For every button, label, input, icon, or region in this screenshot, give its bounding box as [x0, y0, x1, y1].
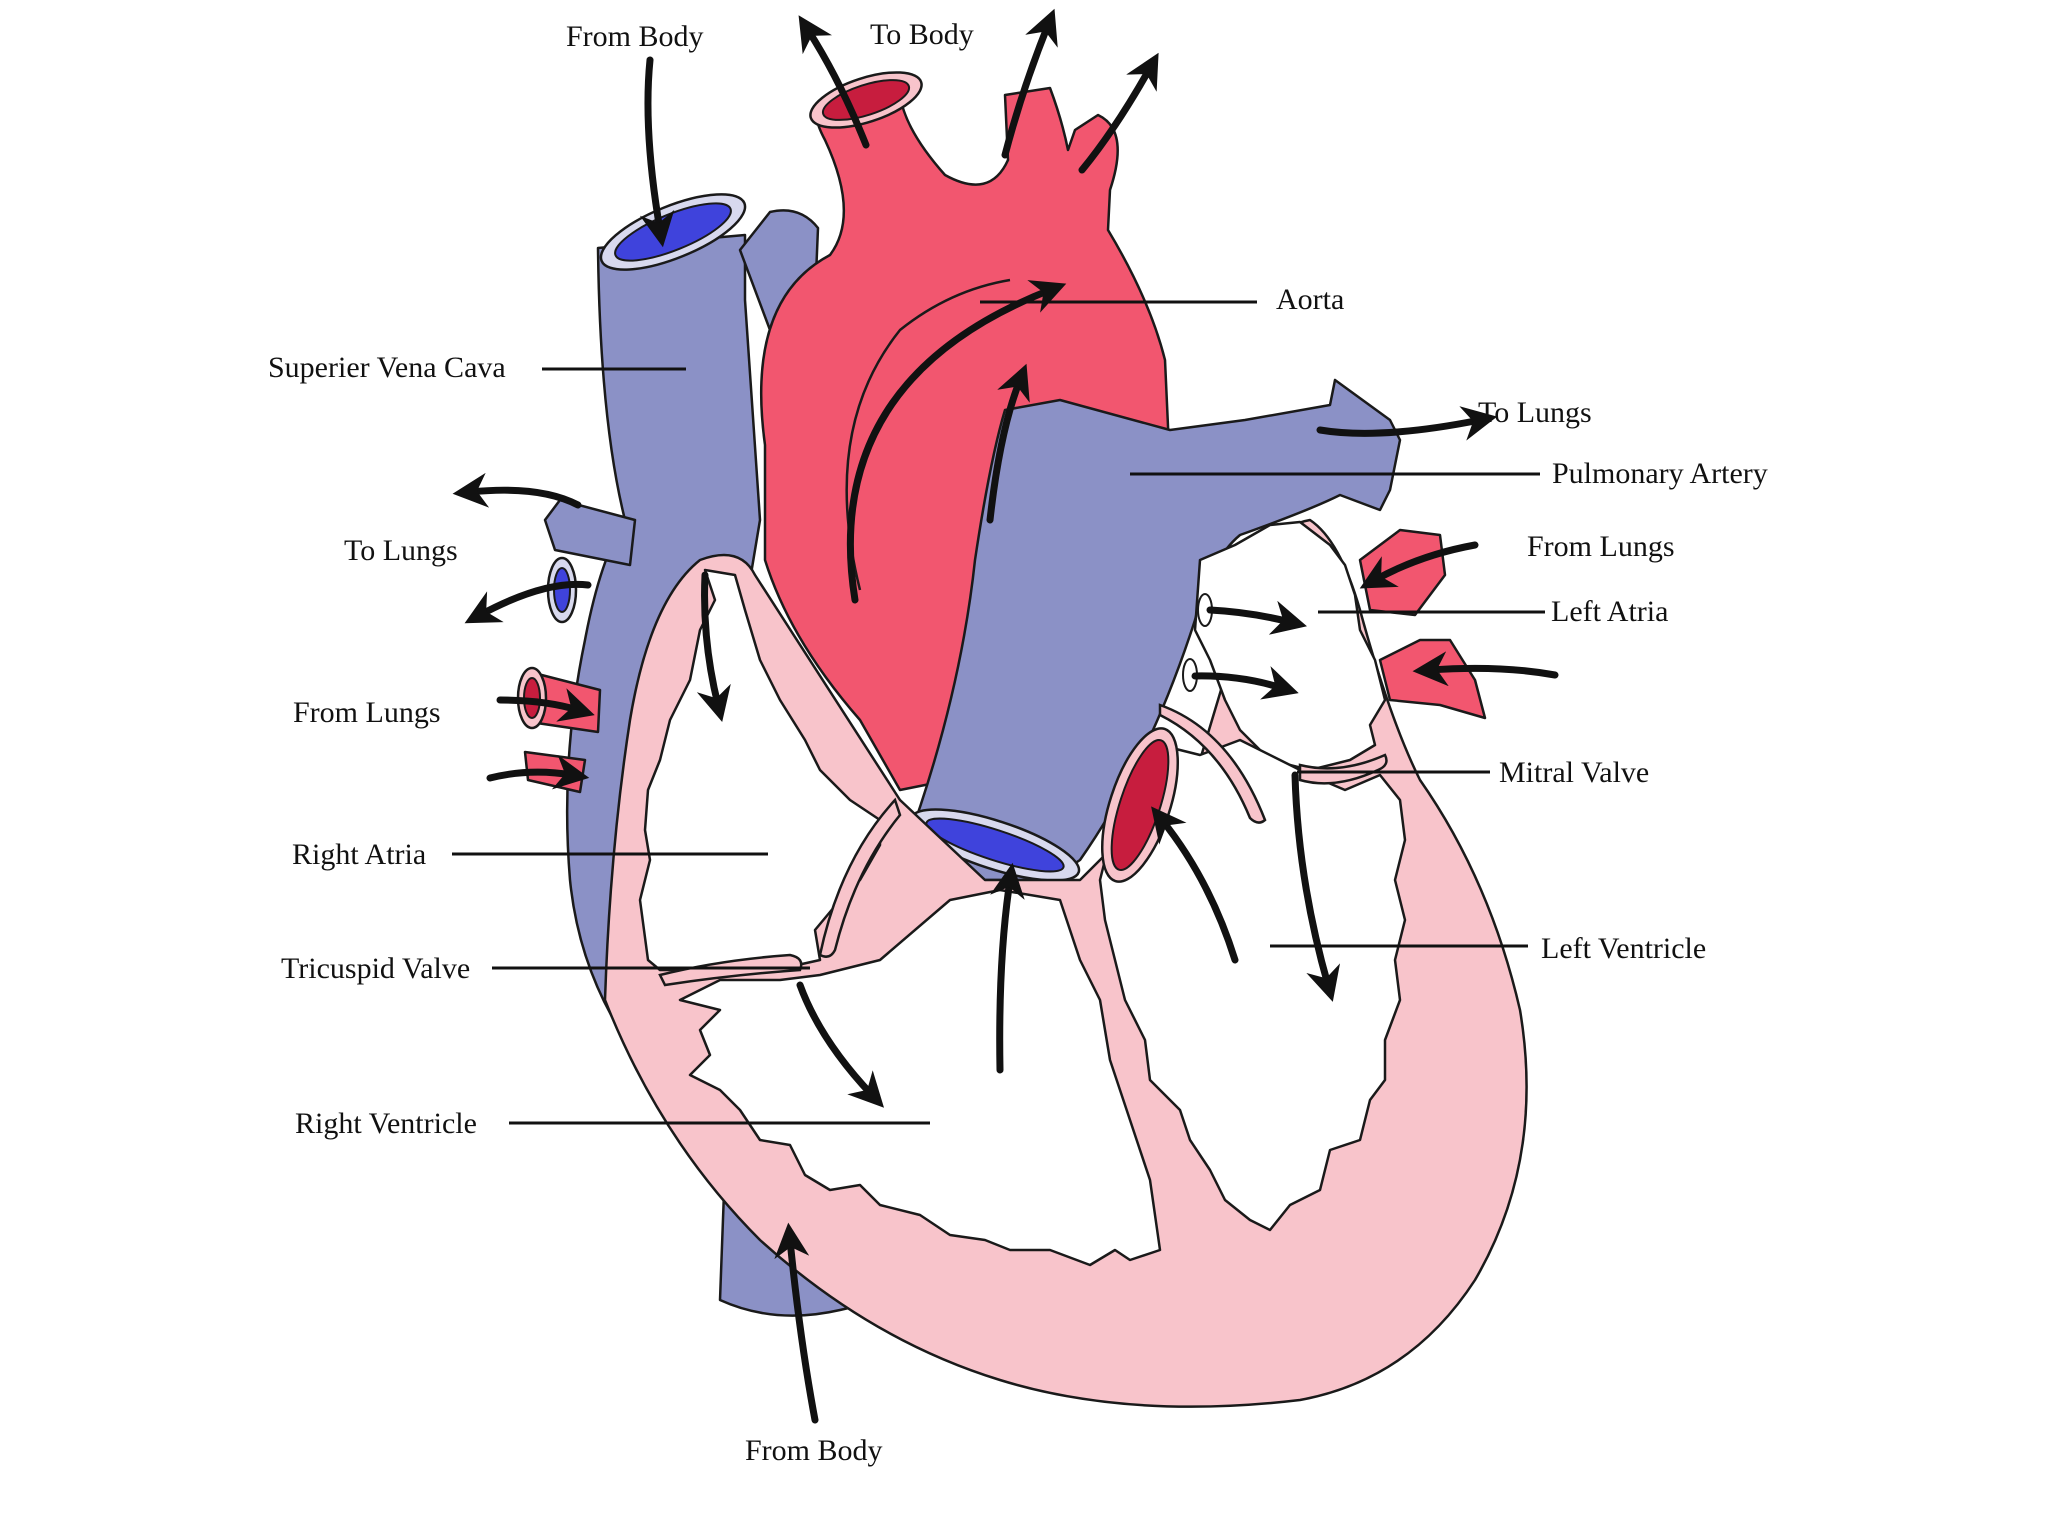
aorta-lumen [821, 79, 911, 121]
label-from-lungs-right: From Lungs [1527, 530, 1675, 563]
mitral-valve-flap [1298, 753, 1388, 785]
labels: From Body To Body Aorta Superier Vena Ca… [268, 18, 1768, 1467]
arrow-from-lungs-right-lower [1412, 651, 1559, 687]
label-from-body-top: From Body [566, 20, 704, 53]
arrow-from-lungs-right-upper [1359, 541, 1479, 589]
arrow-ra-down [696, 571, 731, 722]
arrow-rv-up [990, 862, 1025, 1074]
arrow-pa-up [986, 363, 1030, 524]
arrow-lv-out [1151, 806, 1239, 964]
arrow-subclavian-up [1078, 52, 1159, 174]
label-right-atria: Right Atria [292, 838, 426, 871]
tricuspid-valve-leaflet [818, 797, 902, 958]
pulmonary-root-lumen [925, 817, 1065, 873]
arrow-from-lungs-left-upper [496, 688, 595, 722]
label-tricuspid-valve: Tricuspid Valve [281, 952, 470, 985]
tricuspid-valve-flap [658, 953, 803, 987]
label-superior-vena-cava: Superier Vena Cava [268, 351, 506, 384]
arrow-from-lungs-left-lower [486, 754, 590, 790]
label-from-lungs-left: From Lungs [293, 696, 441, 729]
arrow-brachio-up [1001, 8, 1058, 159]
arrow-to-lungs-left-lower [464, 580, 592, 624]
label-aorta: Aorta [1276, 283, 1344, 316]
arrow-svc-down [639, 56, 675, 248]
label-left-ventricle: Left Ventricle [1541, 932, 1706, 965]
mitral-valve-leaflet [1158, 703, 1267, 824]
label-mitral-valve: Mitral Valve [1499, 756, 1649, 789]
label-to-body: To Body [870, 18, 974, 51]
label-to-lungs-right: To Lungs [1478, 396, 1592, 429]
arrow-la-in-1 [1206, 600, 1307, 635]
left-pulmonary-vein-upper [1358, 528, 1447, 617]
arrow-mitral-down [1291, 771, 1341, 1002]
left-pulmonary-vein-lower [1378, 638, 1487, 720]
aorta-inner-curve [845, 278, 1011, 591]
arrow-tricuspid-down [796, 981, 885, 1108]
arrow-la-in-2 [1191, 666, 1299, 700]
label-from-body-bottom: From Body [745, 1434, 883, 1467]
arrow-aorta-up [798, 15, 870, 149]
label-pulmonary-artery: Pulmonary Artery [1552, 457, 1768, 490]
label-to-lungs-left: To Lungs [344, 534, 458, 567]
arrow-to-lungs-left-upper [452, 472, 582, 509]
left-ventricle-chamber [1098, 738, 1407, 1232]
right-pa-lumen [553, 567, 571, 613]
arrow-aortic-arch [846, 280, 1067, 604]
label-right-ventricle: Right Ventricle [295, 1107, 477, 1140]
arrow-ivc-up [774, 1222, 819, 1424]
arrow-to-lungs-right [1316, 406, 1498, 441]
leader-lines [452, 300, 1545, 1125]
right-atrium-chamber [638, 568, 882, 972]
label-left-atria: Left Atria [1551, 595, 1668, 628]
flow-arrows [452, 8, 1559, 1424]
left-atrium-chamber [1193, 520, 1387, 772]
